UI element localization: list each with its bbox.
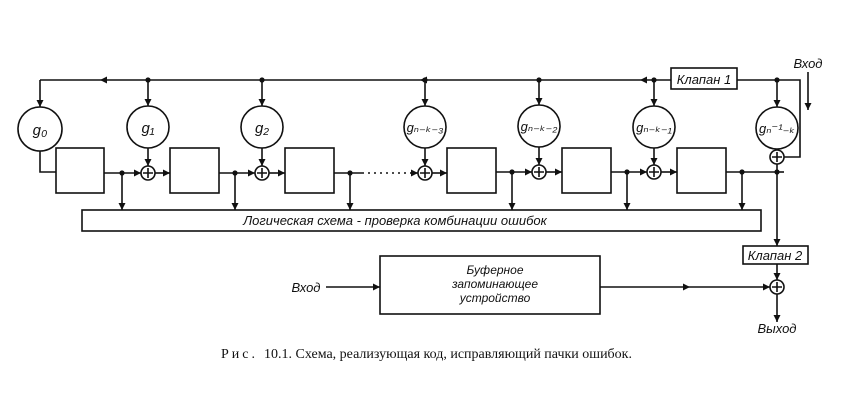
logic-circuit-box bbox=[81, 209, 762, 232]
register-cell-6 bbox=[676, 147, 727, 194]
gain-tap-arrow bbox=[535, 98, 543, 105]
logic-tap-arrow bbox=[623, 203, 631, 210]
chain-arrow bbox=[670, 168, 677, 176]
figure-caption: Рис. 10.1. Схема, реализующая код, исправ… bbox=[0, 347, 853, 363]
register-cell-3 bbox=[284, 147, 335, 194]
gain-gn-k-2 bbox=[517, 104, 561, 148]
gain-tap-arrow bbox=[144, 99, 152, 106]
gain-gn-1-k bbox=[755, 106, 799, 150]
caption-text: 10.1. Схема, реализующая код, исправляющ… bbox=[264, 347, 632, 362]
adder-2 bbox=[254, 165, 270, 181]
bus-junction-dot bbox=[259, 77, 265, 83]
caption-prefix: Рис. bbox=[221, 347, 258, 362]
logic-circuit-label: Логическая схема - проверка комбинации о… bbox=[242, 213, 547, 228]
bus-junction-dot bbox=[145, 77, 151, 83]
register-cell-4 bbox=[446, 147, 497, 194]
register-cell-2 bbox=[169, 147, 220, 194]
adder-input bbox=[769, 149, 785, 165]
chain-arrow bbox=[640, 168, 647, 176]
chain-arrow bbox=[440, 169, 447, 177]
gain-label-gn-1-k: gₙ⁻¹₋ₖ bbox=[759, 121, 795, 136]
chain-arrow bbox=[411, 169, 418, 177]
bus-arrow bbox=[100, 76, 107, 84]
logic-tap-arrow bbox=[738, 203, 746, 210]
output-arrow bbox=[773, 315, 781, 322]
logic-tap-arrow bbox=[346, 203, 354, 210]
gain-to-adder-arrow bbox=[144, 159, 152, 166]
adder-3 bbox=[417, 165, 433, 181]
gain-to-adder-arrow bbox=[535, 158, 543, 165]
gain-to-adder-arrow bbox=[421, 159, 429, 166]
gain-label-gn-k-3: gₙ₋ₖ₋₃ bbox=[407, 120, 444, 135]
logic-tap-arrow bbox=[231, 203, 239, 210]
gain-tap-arrow bbox=[258, 99, 266, 106]
adder-5 bbox=[646, 164, 662, 180]
chain-arrow bbox=[134, 169, 141, 177]
gain-gn-k-3 bbox=[403, 105, 447, 149]
bus-junction-dot bbox=[774, 77, 780, 83]
valve-2-label: Клапан 2 bbox=[748, 248, 803, 263]
adder-output bbox=[769, 279, 785, 295]
gain-g2 bbox=[240, 105, 284, 149]
chain-arrow bbox=[555, 168, 562, 176]
valve-2-box bbox=[742, 245, 809, 265]
valve-1-box bbox=[670, 67, 738, 90]
valve-1-label: Клапан 1 bbox=[677, 72, 731, 87]
wiring bbox=[36, 72, 812, 322]
buffer-label-line-3: устройство bbox=[459, 291, 531, 305]
chain-arrow bbox=[248, 169, 255, 177]
gain-gn-k-1 bbox=[632, 105, 676, 149]
bus-junction-dot bbox=[536, 77, 542, 83]
gain-g1 bbox=[126, 105, 170, 149]
gain-to-adder-arrow bbox=[258, 159, 266, 166]
gain-tap-arrow bbox=[650, 99, 658, 106]
input-top-arrow bbox=[804, 103, 812, 110]
logic-tap-arrow bbox=[508, 203, 516, 210]
input-left-label: Вход bbox=[291, 280, 320, 295]
valve-1-feedback-wire bbox=[737, 79, 801, 158]
gain-g0 bbox=[17, 106, 63, 152]
register-cell-1 bbox=[55, 147, 105, 194]
gain-label-g2: g₂ bbox=[255, 120, 269, 137]
chain-arrow bbox=[525, 168, 532, 176]
gain-label-g0: g₀ bbox=[33, 122, 48, 139]
to-valve-2-arrow bbox=[773, 239, 781, 246]
gain-tap-arrow bbox=[36, 100, 44, 107]
gain-tap-arrow bbox=[421, 99, 429, 106]
bus-arrow bbox=[640, 76, 647, 84]
to-output-adder-arrow bbox=[773, 273, 781, 280]
adder-4 bbox=[531, 164, 547, 180]
gain-to-adder-arrow bbox=[650, 158, 658, 165]
register-cell-5 bbox=[561, 147, 612, 194]
g0-to-cell-wire bbox=[39, 151, 56, 173]
gain-tap-arrow bbox=[773, 100, 781, 107]
bus-junction-dot bbox=[422, 77, 428, 83]
gain-label-gn-k-2: gₙ₋ₖ₋₂ bbox=[521, 119, 558, 134]
buffer-label-line-1: Буферное bbox=[466, 263, 523, 277]
gain-label-gn-k-1: gₙ₋ₖ₋₁ bbox=[636, 120, 672, 135]
buffer-mid-arrow bbox=[683, 283, 690, 291]
gain-label-g1: g₁ bbox=[141, 120, 154, 137]
output-label: Выход bbox=[757, 321, 796, 336]
adder-1 bbox=[140, 165, 156, 181]
bus-junction-dot bbox=[651, 77, 657, 83]
buffer-output-arrow bbox=[763, 283, 770, 291]
chain-arrow bbox=[278, 169, 285, 177]
buffer-label-line-2: запоминающее bbox=[451, 277, 538, 291]
logic-tap-arrow bbox=[118, 203, 126, 210]
chain-arrow bbox=[163, 169, 170, 177]
buffer-memory-box bbox=[379, 255, 601, 315]
input-top-label: Вход bbox=[793, 56, 822, 71]
buffer-input-arrow bbox=[373, 283, 380, 291]
